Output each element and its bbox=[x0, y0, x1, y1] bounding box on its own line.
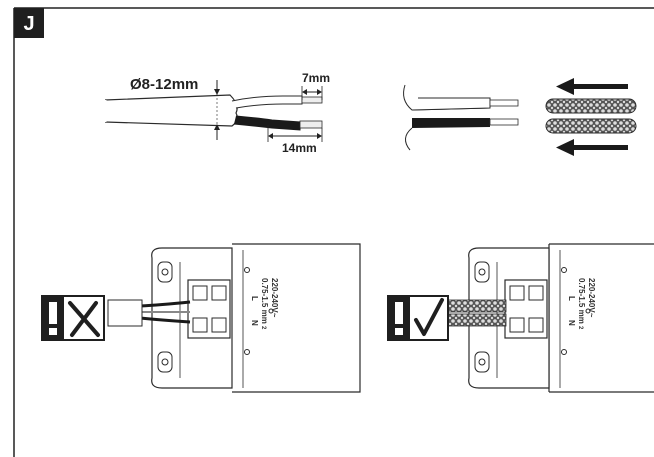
neutral-label: N bbox=[250, 320, 259, 326]
correct-badge bbox=[387, 295, 449, 341]
live-label: L bbox=[250, 296, 259, 301]
page-frame bbox=[13, 7, 654, 457]
terminal-labels-right: 220-240V~ 0.75-1.5 mm 2 L N bbox=[561, 267, 596, 355]
cross-icon bbox=[68, 301, 100, 337]
wire-size-label: 0.75-1.5 mm bbox=[260, 278, 269, 324]
strip-long-label: 14mm bbox=[282, 141, 317, 155]
voltage-label: 220-240V~ bbox=[270, 278, 279, 318]
wire-size-label: 0.75-1.5 mm bbox=[577, 278, 586, 324]
cable-stripping-diagram: Ø8-12mm 7mm 14mm bbox=[103, 71, 330, 155]
arrow-left-icon bbox=[556, 139, 628, 156]
diameter-label: Ø8-12mm bbox=[130, 76, 198, 93]
braided-sleeve-bottom bbox=[545, 118, 637, 134]
check-icon bbox=[414, 298, 444, 336]
neutral-label: N bbox=[567, 320, 576, 326]
wire-size-superscript: 2 bbox=[260, 326, 266, 330]
live-label: L bbox=[567, 296, 576, 301]
voltage-label: 220-240V~ bbox=[587, 278, 596, 318]
incorrect-badge bbox=[41, 295, 105, 341]
arrow-left-icon bbox=[556, 78, 628, 95]
step-badge: J bbox=[14, 8, 44, 38]
sleeve-diagram bbox=[403, 78, 637, 156]
step-label: J bbox=[23, 13, 34, 35]
terminal-example-incorrect: 220-240V~ 0.75-1.5 mm 2 L N bbox=[41, 243, 361, 393]
wire-size-superscript: 2 bbox=[577, 326, 583, 330]
strip-short-label: 7mm bbox=[302, 71, 330, 85]
terminal-labels-left: 220-240V~ 0.75-1.5 mm 2 L N bbox=[244, 267, 279, 355]
braided-sleeve-top bbox=[545, 98, 637, 114]
black-wire bbox=[233, 115, 323, 131]
terminal-example-correct: 220-240V~ 0.75-1.5 mm 2 L N bbox=[387, 243, 654, 393]
white-wire bbox=[231, 95, 323, 109]
